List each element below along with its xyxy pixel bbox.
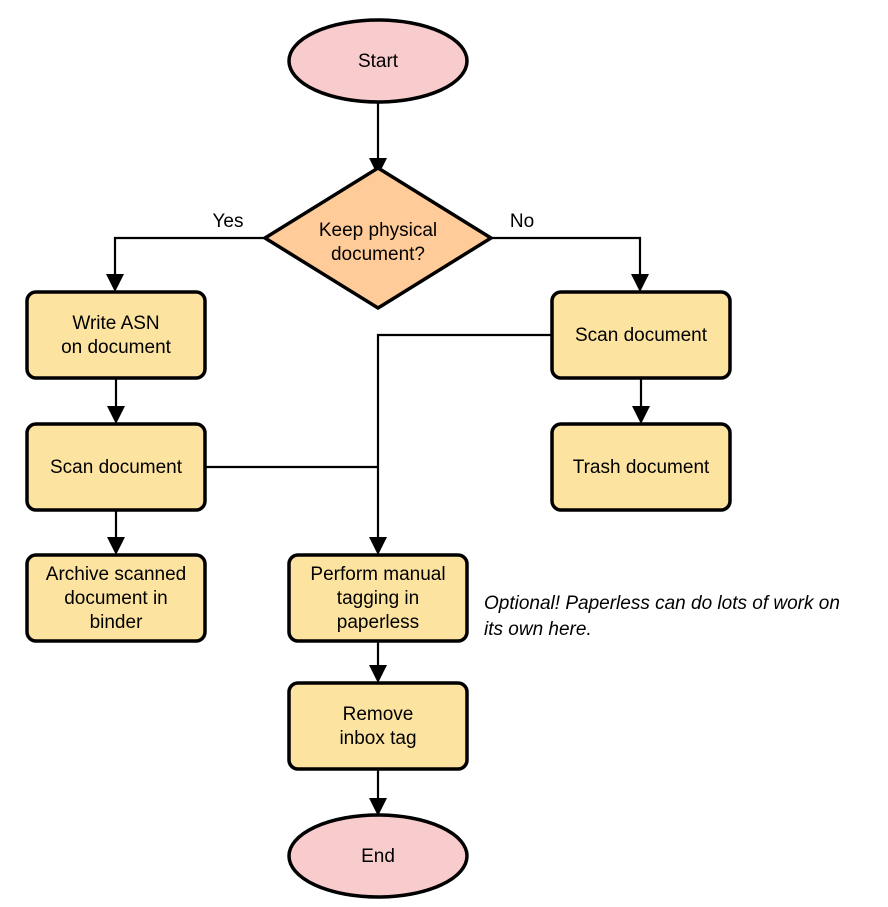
node-write-asn-label-line1: Write ASN bbox=[72, 313, 159, 334]
edge-scan-right-to-tagging bbox=[369, 333, 552, 555]
node-start[interactable]: Start bbox=[287, 18, 469, 104]
scan-document-right-box[interactable] bbox=[550, 290, 732, 380]
edge-path bbox=[376, 333, 552, 548]
edge-decision-yes: Yes bbox=[106, 211, 265, 292]
optional-note-line2: its own here. bbox=[484, 619, 592, 640]
edge-tagging-to-remove-inbox bbox=[369, 641, 387, 683]
node-scan-document-left[interactable]: Scan document bbox=[25, 422, 207, 512]
arrow-head-icon bbox=[631, 274, 649, 292]
node-remove-inbox-label-line1: Remove bbox=[343, 704, 414, 725]
end-ellipse[interactable] bbox=[287, 813, 469, 899]
node-write-asn[interactable]: Write ASN on document bbox=[25, 290, 207, 380]
node-start-label: Start bbox=[358, 51, 399, 72]
node-decision-label-line1: Keep physical bbox=[319, 220, 437, 241]
edge-path bbox=[491, 236, 642, 285]
node-layer: Start Keep physical document? Write ASN … bbox=[25, 18, 732, 899]
node-scan-document-right[interactable]: Scan document bbox=[550, 290, 732, 380]
arrow-head-icon bbox=[369, 665, 387, 683]
node-decision-keep-physical-document[interactable]: Keep physical document? bbox=[261, 165, 495, 311]
node-decision-label-line2: document? bbox=[331, 244, 425, 265]
node-trash-document[interactable]: Trash document bbox=[550, 422, 732, 512]
arrow-head-icon bbox=[369, 798, 387, 816]
edge-write-asn-to-scan-left bbox=[107, 378, 125, 424]
edge-remove-inbox-to-end bbox=[369, 769, 387, 816]
edge-label-no: No bbox=[510, 211, 534, 232]
edge-path bbox=[113, 236, 265, 285]
remove-inbox-tag-box[interactable] bbox=[287, 681, 469, 771]
node-archive-label-line2: document in bbox=[64, 588, 168, 609]
node-tagging-label-line3: paperless bbox=[337, 612, 419, 633]
edge-decision-no: No bbox=[491, 211, 649, 292]
arrow-head-icon bbox=[107, 537, 125, 555]
tagging-box[interactable] bbox=[287, 553, 469, 643]
edge-start-to-decision bbox=[369, 102, 387, 176]
trash-document-box[interactable] bbox=[550, 422, 732, 512]
edge-label-yes: Yes bbox=[213, 211, 244, 232]
node-remove-inbox-label-line2: inbox tag bbox=[339, 728, 416, 749]
node-remove-inbox-tag[interactable]: Remove inbox tag bbox=[287, 681, 469, 771]
arrow-head-icon bbox=[107, 406, 125, 424]
node-end[interactable]: End bbox=[287, 813, 469, 899]
node-archive-label-line3: binder bbox=[90, 612, 143, 633]
node-tagging-label-line2: tagging in bbox=[337, 588, 419, 609]
node-end-label: End bbox=[361, 846, 395, 867]
edge-scan-left-to-archive bbox=[107, 510, 125, 555]
write-asn-box[interactable] bbox=[25, 290, 207, 380]
node-write-asn-label-line2: on document bbox=[61, 337, 172, 358]
edge-layer: Yes No bbox=[106, 102, 650, 816]
arrow-head-icon bbox=[632, 406, 650, 424]
node-archive-label-line1: Archive scanned bbox=[46, 564, 186, 585]
decision-diamond[interactable] bbox=[261, 165, 495, 311]
node-tagging-label-line1: Perform manual bbox=[310, 564, 445, 585]
optional-note-line1: Optional! Paperless can do lots of work … bbox=[484, 593, 840, 614]
start-ellipse[interactable] bbox=[287, 18, 469, 104]
scan-document-left-box[interactable] bbox=[25, 422, 207, 512]
node-perform-manual-tagging[interactable]: Perform manual tagging in paperless bbox=[287, 553, 469, 643]
node-scan-document-right-label: Scan document bbox=[575, 325, 708, 346]
arrow-head-icon bbox=[106, 274, 124, 292]
annotation-optional-note: Optional! Paperless can do lots of work … bbox=[484, 593, 840, 640]
archive-box[interactable] bbox=[25, 553, 207, 643]
node-trash-document-label: Trash document bbox=[573, 457, 710, 478]
node-scan-document-left-label: Scan document bbox=[50, 457, 183, 478]
edge-scan-right-to-trash bbox=[632, 378, 650, 424]
arrow-head-icon bbox=[369, 537, 387, 555]
node-archive-scanned-document[interactable]: Archive scanned document in binder bbox=[25, 553, 207, 643]
